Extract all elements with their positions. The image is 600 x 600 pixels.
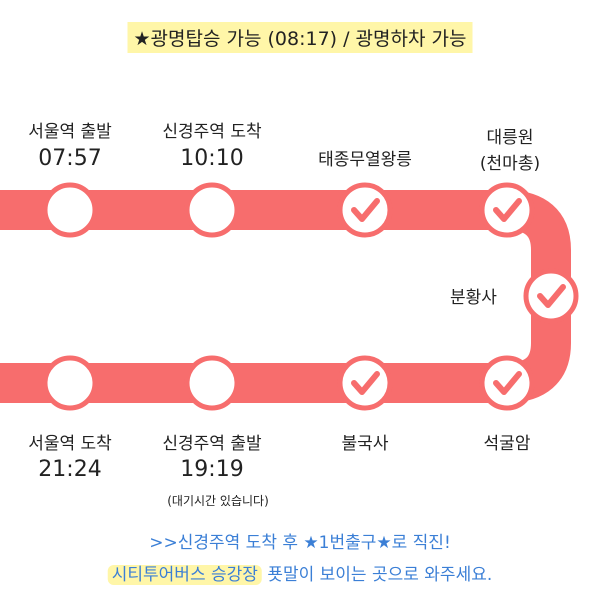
route-nodes bbox=[42, 182, 579, 411]
station-label-seokguram: 석굴암 bbox=[483, 434, 531, 454]
node-seoul-depart bbox=[42, 182, 98, 238]
node-seoul-arrive-circle bbox=[42, 355, 98, 411]
node-seoul-arrive bbox=[42, 355, 98, 411]
station-label-singyeongju-arrive: 신경주역 도착 bbox=[162, 122, 262, 142]
node-taejong-check-icon bbox=[351, 198, 380, 222]
node-singyeongju-arrive bbox=[184, 182, 240, 238]
station-label-taejong: 태종무열왕릉 bbox=[318, 150, 412, 170]
node-daereungwon-check-icon bbox=[493, 198, 522, 222]
citytour-bus-stop-highlight: 시티투어버스 승강장 bbox=[107, 565, 262, 585]
node-seokguram-circle bbox=[479, 355, 535, 411]
station-time-singyeongju-depart: 19:19 bbox=[180, 457, 244, 482]
station-label-singyeongju-depart: 신경주역 출발 bbox=[162, 434, 262, 454]
node-daereungwon bbox=[479, 182, 535, 238]
node-bunhwangsa-circle bbox=[523, 268, 579, 324]
station-label-seoul-depart: 서울역 출발 bbox=[28, 122, 112, 142]
node-bulguksa-circle bbox=[337, 355, 393, 411]
station-label-daereungwon: 대릉원 bbox=[486, 128, 534, 148]
node-taejong-circle bbox=[337, 182, 393, 238]
footer-instruction: 시티투어버스 승강장 푯말이 보이는 곳으로 와주세요. bbox=[107, 560, 493, 585]
node-daereungwon-circle bbox=[479, 182, 535, 238]
footer-instruction-rest: 푯말이 보이는 곳으로 와주세요. bbox=[261, 565, 493, 585]
header-note: ★광명탑승 가능 (08:17) / 광명하차 가능 bbox=[127, 22, 473, 53]
station-label-bulguksa: 불국사 bbox=[341, 434, 389, 454]
waiting-note: (대기시간 있습니다) bbox=[167, 494, 269, 508]
station-time-singyeongju-arrive: 10:10 bbox=[180, 146, 244, 171]
node-singyeongju-depart-circle bbox=[184, 355, 240, 411]
node-bunhwangsa bbox=[523, 268, 579, 324]
station-time-seoul-depart: 07:57 bbox=[38, 146, 102, 171]
footer-direction: >>신경주역 도착 후 ★1번출구★로 직진! bbox=[149, 533, 451, 553]
node-singyeongju-depart bbox=[184, 355, 240, 411]
node-bunhwangsa-check-icon bbox=[537, 284, 566, 308]
node-singyeongju-arrive-circle bbox=[184, 182, 240, 238]
station-label-bunhwangsa: 분황사 bbox=[450, 288, 497, 308]
node-seokguram-check-icon bbox=[493, 371, 522, 395]
node-seoul-depart-circle bbox=[42, 182, 98, 238]
station-label-cheonmachong: (천마총) bbox=[479, 154, 541, 174]
node-bulguksa bbox=[337, 355, 393, 411]
node-bulguksa-check-icon bbox=[351, 371, 380, 395]
node-seokguram bbox=[479, 355, 535, 411]
station-label-seoul-arrive: 서울역 도착 bbox=[28, 434, 112, 454]
node-taejong bbox=[337, 182, 393, 238]
station-time-seoul-arrive: 21:24 bbox=[38, 457, 102, 482]
